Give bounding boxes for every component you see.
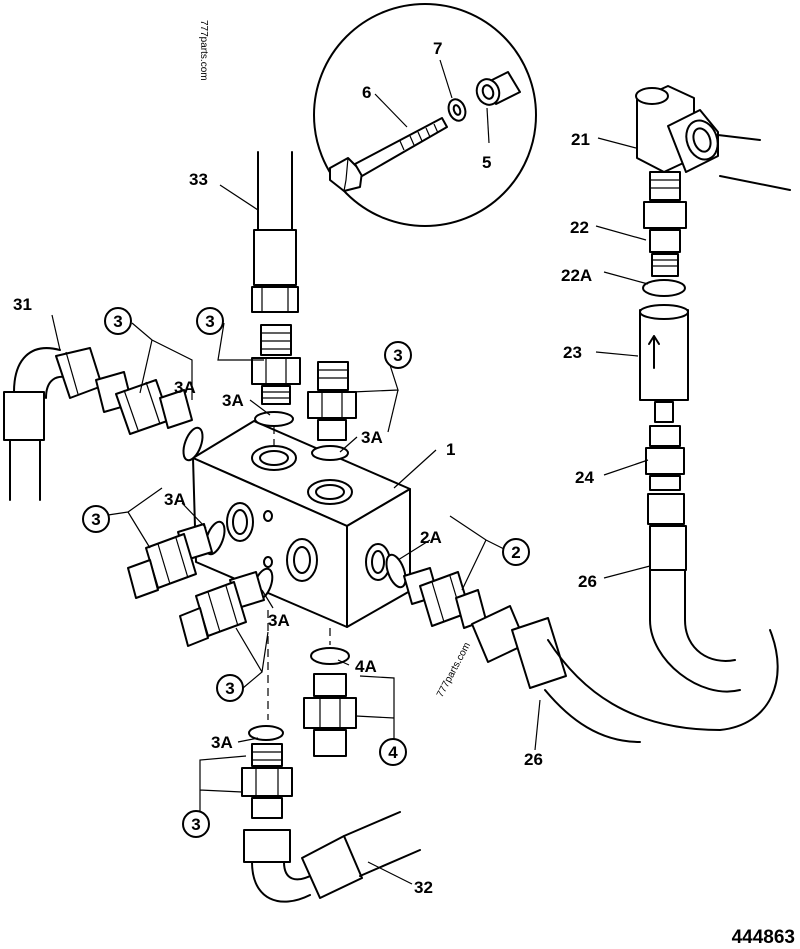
watermark-middle: 777parts.com [435, 641, 473, 700]
svg-text:3: 3 [225, 679, 234, 698]
label-6: 6 [362, 83, 371, 102]
adaptor-part-22 [642, 201, 687, 297]
adaptor-bottom [241, 610, 293, 819]
label-23: 23 [563, 343, 582, 362]
label-2a: 2A [420, 528, 442, 547]
svg-text:3: 3 [113, 312, 122, 331]
circled-3-left: 3 [82, 505, 110, 533]
reference-number: 444863 [732, 927, 795, 948]
label-3a-bottom: 3A [211, 733, 233, 752]
svg-text:2: 2 [511, 543, 520, 562]
svg-text:4: 4 [388, 743, 398, 762]
washer-part-7 [447, 98, 467, 122]
label-3a-top-right: 3A [361, 428, 383, 447]
label-5: 5 [482, 153, 491, 172]
label-32: 32 [414, 878, 433, 897]
label-3a-left: 3A [164, 490, 186, 509]
label-22a: 22A [561, 266, 592, 285]
circled-3-top-left: 3 [104, 307, 132, 335]
circled-labels: 3 3 3 3 3 3 2 4 [82, 307, 530, 838]
leader-lines [51, 137, 651, 885]
bolt-part-6 [329, 117, 448, 192]
circled-3-bottom-mid: 3 [216, 674, 244, 702]
adaptor-part-24 [645, 425, 687, 571]
svg-text:3: 3 [191, 815, 200, 834]
label-1: 1 [446, 440, 455, 459]
adaptor-part-4 [303, 628, 357, 757]
label-26-upper: 26 [578, 572, 597, 591]
label-26-lower: 26 [524, 750, 543, 769]
label-4a: 4A [355, 657, 377, 676]
circled-3-top-mid: 3 [196, 307, 224, 335]
hose-part-31 [3, 347, 103, 501]
check-valve-part-23 [639, 304, 689, 423]
label-7: 7 [433, 39, 442, 58]
adaptor-right-part-2 [385, 553, 487, 629]
hose-part-32 [243, 811, 421, 903]
label-31: 31 [13, 295, 32, 314]
adaptor-left [127, 520, 226, 599]
hose-part-26 [471, 569, 779, 743]
adaptor-top-right [307, 361, 357, 461]
label-33: 33 [189, 170, 208, 189]
label-3a-lower: 3A [268, 611, 290, 630]
bush-part-5 [475, 71, 521, 106]
circled-3-top-right: 3 [384, 341, 412, 369]
manifold-block-part-1 [192, 420, 411, 628]
svg-text:3: 3 [91, 510, 100, 529]
label-3a-top-center: 3A [222, 391, 244, 410]
label-22: 22 [570, 218, 589, 237]
adaptor-top-center [251, 324, 301, 450]
label-3a-top-left: 3A [174, 378, 196, 397]
svg-text:3: 3 [205, 312, 214, 331]
detail-inset [313, 3, 537, 227]
adaptor-lower-left [179, 567, 274, 647]
circled-4: 4 [379, 738, 407, 766]
part-labels: 1 2A 3A 3A 3A 3A 3A 3A 4A 5 6 7 21 22 22… [13, 39, 597, 897]
watermark-top: 777parts.com [198, 20, 209, 81]
circled-3-bottom-left: 3 [182, 810, 210, 838]
label-24: 24 [575, 468, 594, 487]
adaptor-top-left [95, 371, 204, 462]
svg-text:3: 3 [393, 346, 402, 365]
hose-part-33 [251, 151, 299, 313]
tee-fitting-part-21 [635, 85, 791, 201]
circled-2: 2 [502, 538, 530, 566]
label-21: 21 [571, 130, 590, 149]
